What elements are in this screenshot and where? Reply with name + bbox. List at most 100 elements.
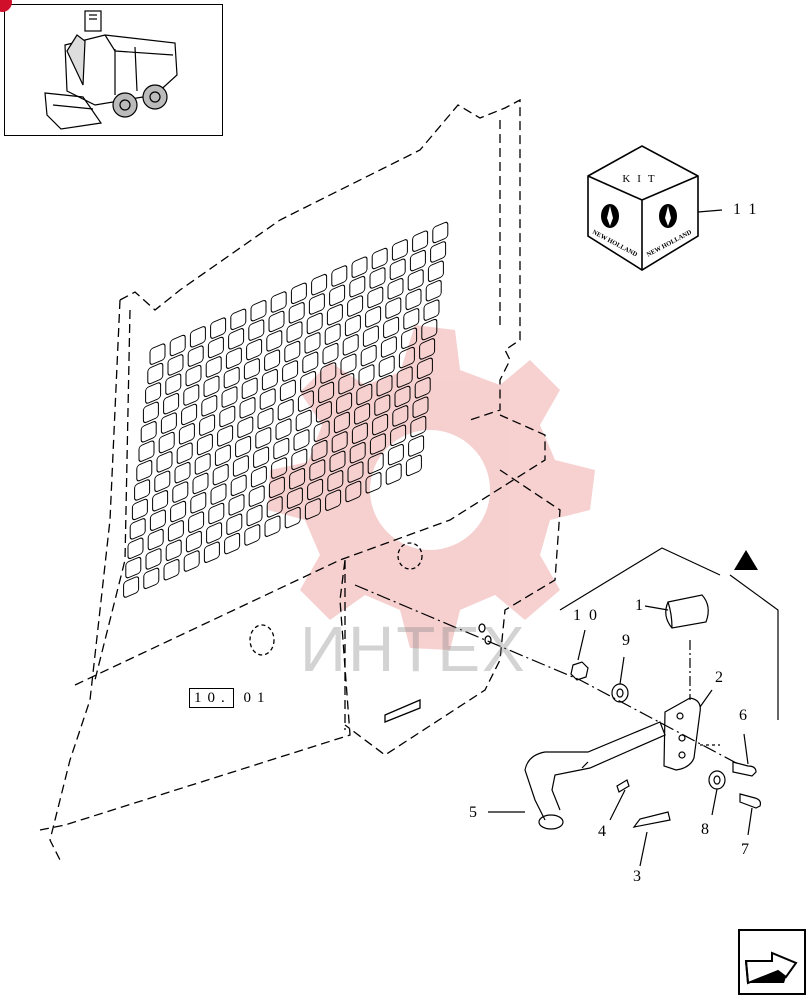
- mesh-cell: [225, 347, 242, 369]
- mesh-cell: [207, 336, 224, 359]
- mesh-cell: [201, 395, 218, 417]
- callout-3: 3: [633, 868, 643, 885]
- mesh-cell: [297, 390, 314, 412]
- mesh-cell: [409, 249, 426, 272]
- mesh-cell: [212, 463, 229, 486]
- mesh-cell: [385, 463, 402, 485]
- mesh-cell: [414, 377, 431, 399]
- mesh-cell: [367, 286, 384, 309]
- mesh-cell: [416, 357, 433, 380]
- mesh-cell: [266, 496, 283, 518]
- mesh-cell: [214, 444, 231, 466]
- mesh-cell: [358, 364, 375, 386]
- mesh-cell: [329, 284, 346, 307]
- mesh-cell: [183, 384, 200, 406]
- mesh-cell: [163, 392, 180, 415]
- mesh-cell: [210, 483, 227, 505]
- mesh-cell: [187, 345, 204, 367]
- mesh-cell: [268, 310, 285, 333]
- mesh-cell: [311, 439, 328, 462]
- mesh-cell: [282, 360, 299, 382]
- callout-4: 4: [598, 823, 608, 840]
- mesh-cell: [125, 556, 142, 579]
- mesh-cell: [401, 327, 418, 349]
- mesh-cell: [142, 401, 159, 424]
- mesh-cell: [327, 470, 344, 492]
- mesh-cell: [408, 435, 425, 457]
- mesh-cell: [293, 429, 310, 451]
- mesh-cell: [140, 421, 157, 443]
- mesh-cell: [266, 330, 283, 352]
- mesh-cell: [152, 490, 169, 512]
- mesh-cell: [365, 472, 382, 494]
- kit-brand-left: NEW HOLLAND: [591, 229, 639, 259]
- mesh-cell: [194, 453, 211, 475]
- watermark-text: ИНТЕХ: [300, 613, 527, 685]
- mesh-cell: [185, 530, 202, 553]
- mesh-cell: [185, 364, 202, 387]
- mesh-cell: [308, 293, 325, 315]
- mesh-cell: [387, 278, 404, 300]
- reference-boxed: 10.: [189, 688, 234, 708]
- mesh-grid: [123, 221, 449, 598]
- mesh-cell: [284, 506, 301, 529]
- triangle-marker-icon: [734, 550, 758, 570]
- mesh-cell: [300, 371, 317, 393]
- mesh-cell: [398, 346, 415, 369]
- corner-badge: [0, 0, 12, 12]
- mesh-cell: [178, 423, 195, 445]
- mesh-cell: [248, 319, 265, 341]
- mesh-cell: [264, 349, 281, 371]
- mesh-cell: [349, 275, 366, 298]
- mesh-cell: [246, 338, 263, 361]
- mesh-cell: [329, 450, 346, 473]
- mesh-cell: [181, 403, 198, 426]
- mesh-cell: [365, 306, 382, 328]
- mesh-cell: [237, 416, 254, 438]
- reference-rest: 01: [243, 690, 271, 706]
- callout-9: 9: [622, 632, 632, 649]
- mesh-cell: [331, 431, 348, 453]
- mesh-cell: [284, 340, 301, 363]
- mesh-cell: [190, 492, 207, 514]
- mesh-cell: [172, 481, 189, 503]
- mesh-cell: [131, 498, 148, 521]
- mesh-cell: [340, 353, 357, 375]
- mesh-cell: [423, 299, 440, 321]
- mesh-cell: [306, 312, 323, 335]
- machine-thumbnail[interactable]: [4, 4, 223, 136]
- mesh-cell: [351, 422, 368, 444]
- callout-2: 2: [715, 669, 725, 686]
- mesh-cell: [371, 247, 388, 270]
- kit-box-icon: [587, 145, 699, 271]
- mesh-cell: [322, 342, 339, 365]
- mesh-cell: [333, 411, 350, 434]
- mesh-cell: [253, 446, 270, 468]
- mesh-cell: [210, 317, 227, 339]
- section-reference[interactable]: 10. 01: [189, 688, 271, 708]
- mesh-cell: [385, 297, 402, 319]
- mesh-cell: [147, 362, 164, 385]
- mesh-cell: [228, 328, 245, 350]
- mesh-cell: [129, 518, 146, 540]
- mesh-cell: [268, 476, 285, 499]
- mesh-cell: [149, 343, 166, 365]
- mesh-cell: [232, 455, 249, 477]
- mesh-cell: [286, 321, 303, 343]
- next-page-button[interactable]: [738, 929, 806, 995]
- mesh-cell: [134, 479, 151, 501]
- mesh-cell: [302, 351, 319, 373]
- mesh-cell: [405, 288, 422, 311]
- mesh-cell: [396, 366, 413, 388]
- mesh-cell: [369, 267, 386, 289]
- mesh-cell: [315, 401, 332, 423]
- mesh-cell: [244, 524, 261, 546]
- next-page-arrow-icon: [744, 951, 798, 985]
- mesh-cell: [313, 420, 330, 442]
- mesh-cell: [145, 382, 162, 404]
- mesh-cell: [223, 366, 240, 389]
- mesh-cell: [277, 399, 294, 421]
- mesh-cell: [169, 334, 186, 357]
- mesh-cell: [336, 392, 353, 414]
